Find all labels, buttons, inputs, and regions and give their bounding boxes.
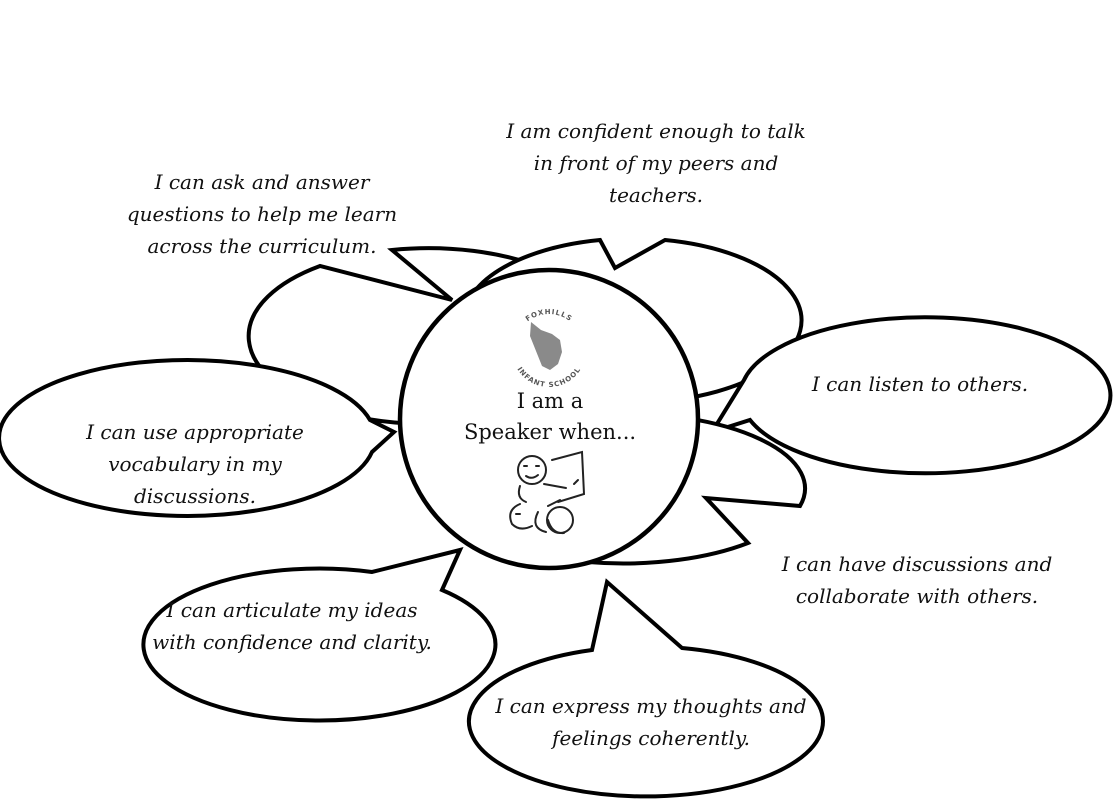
- bubble-text-vocabulary: I can use appropriate vocabulary in my d…: [86, 420, 304, 508]
- bubble-text-express: I can express my thoughts and feelings c…: [495, 694, 807, 750]
- speech-bubble-express: [467, 578, 825, 799]
- bubble-text-articulate: I can articulate my ideas with confidenc…: [152, 598, 432, 654]
- bubble-text-confident: I am confident enough to talk in front o…: [506, 119, 806, 207]
- bubble-text-ask-questions: I can ask and answer questions to help m…: [126, 170, 398, 258]
- speaker-doodle-icon: [509, 450, 586, 535]
- bubble-text-listen: I can listen to others.: [811, 372, 1029, 396]
- centre-title: I am a Speaker when...: [452, 386, 648, 448]
- speech-bubble-listen: [707, 315, 1113, 476]
- centre-circle: [397, 267, 701, 571]
- speech-bubble-articulate: [141, 547, 498, 723]
- fox-logo-icon: [530, 322, 562, 370]
- centre-title-line-2: Speaker when...: [463, 420, 637, 444]
- centre-title-line-1: I am a: [516, 389, 584, 413]
- bubble-text-collaborate: I can have discussions and collaborate w…: [781, 552, 1053, 608]
- speech-bubble-vocabulary: [0, 357, 398, 518]
